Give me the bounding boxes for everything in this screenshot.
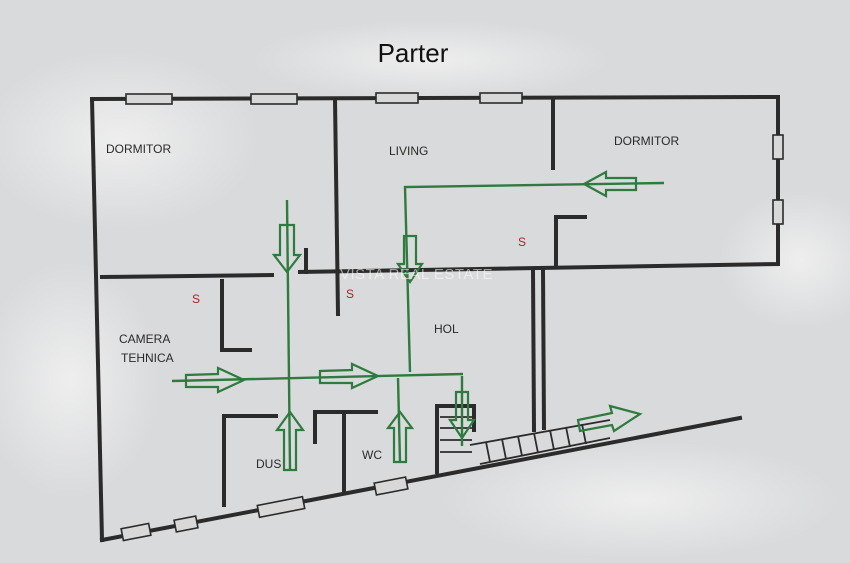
arrow-right <box>318 362 381 390</box>
window <box>479 92 523 104</box>
watermark: VISTA REAL ESTATE <box>340 266 493 283</box>
room-label-dus: DUS <box>256 457 281 471</box>
room-labels: DORMITOR LIVING DORMITOR CAMERA TEHNICA … <box>106 134 679 471</box>
s-markers: S S S <box>192 235 526 306</box>
window <box>250 93 298 105</box>
window <box>125 93 173 105</box>
window <box>375 92 419 104</box>
arrow-down <box>271 223 303 274</box>
room-label-dormitor-right: DORMITOR <box>614 134 679 148</box>
marker-s: S <box>518 235 526 249</box>
circulation-flow <box>171 170 665 472</box>
window <box>772 134 784 160</box>
arrow-down <box>447 390 477 440</box>
plan-title: Parter <box>378 38 449 68</box>
window <box>120 522 152 542</box>
window <box>772 199 784 225</box>
arrow-right <box>576 404 643 433</box>
room-label-camera: CAMERA <box>119 332 170 346</box>
room-label-dormitor-left: DORMITOR <box>106 142 171 156</box>
arrow-down <box>395 234 425 284</box>
room-label-hol: HOL <box>434 322 459 336</box>
arrow-up <box>274 410 306 472</box>
window <box>173 515 199 533</box>
room-label-wc: WC <box>362 448 382 462</box>
room-label-tehnica: TEHNICA <box>121 351 174 365</box>
marker-s: S <box>192 292 200 306</box>
window <box>256 495 306 519</box>
arrow-up <box>385 410 415 464</box>
marker-s: S <box>346 287 354 301</box>
window <box>373 476 409 496</box>
background-glare <box>0 20 850 560</box>
arrow-right <box>184 366 247 394</box>
windows <box>120 92 784 542</box>
arrow-left <box>581 170 638 198</box>
room-label-living: LIVING <box>389 144 428 158</box>
